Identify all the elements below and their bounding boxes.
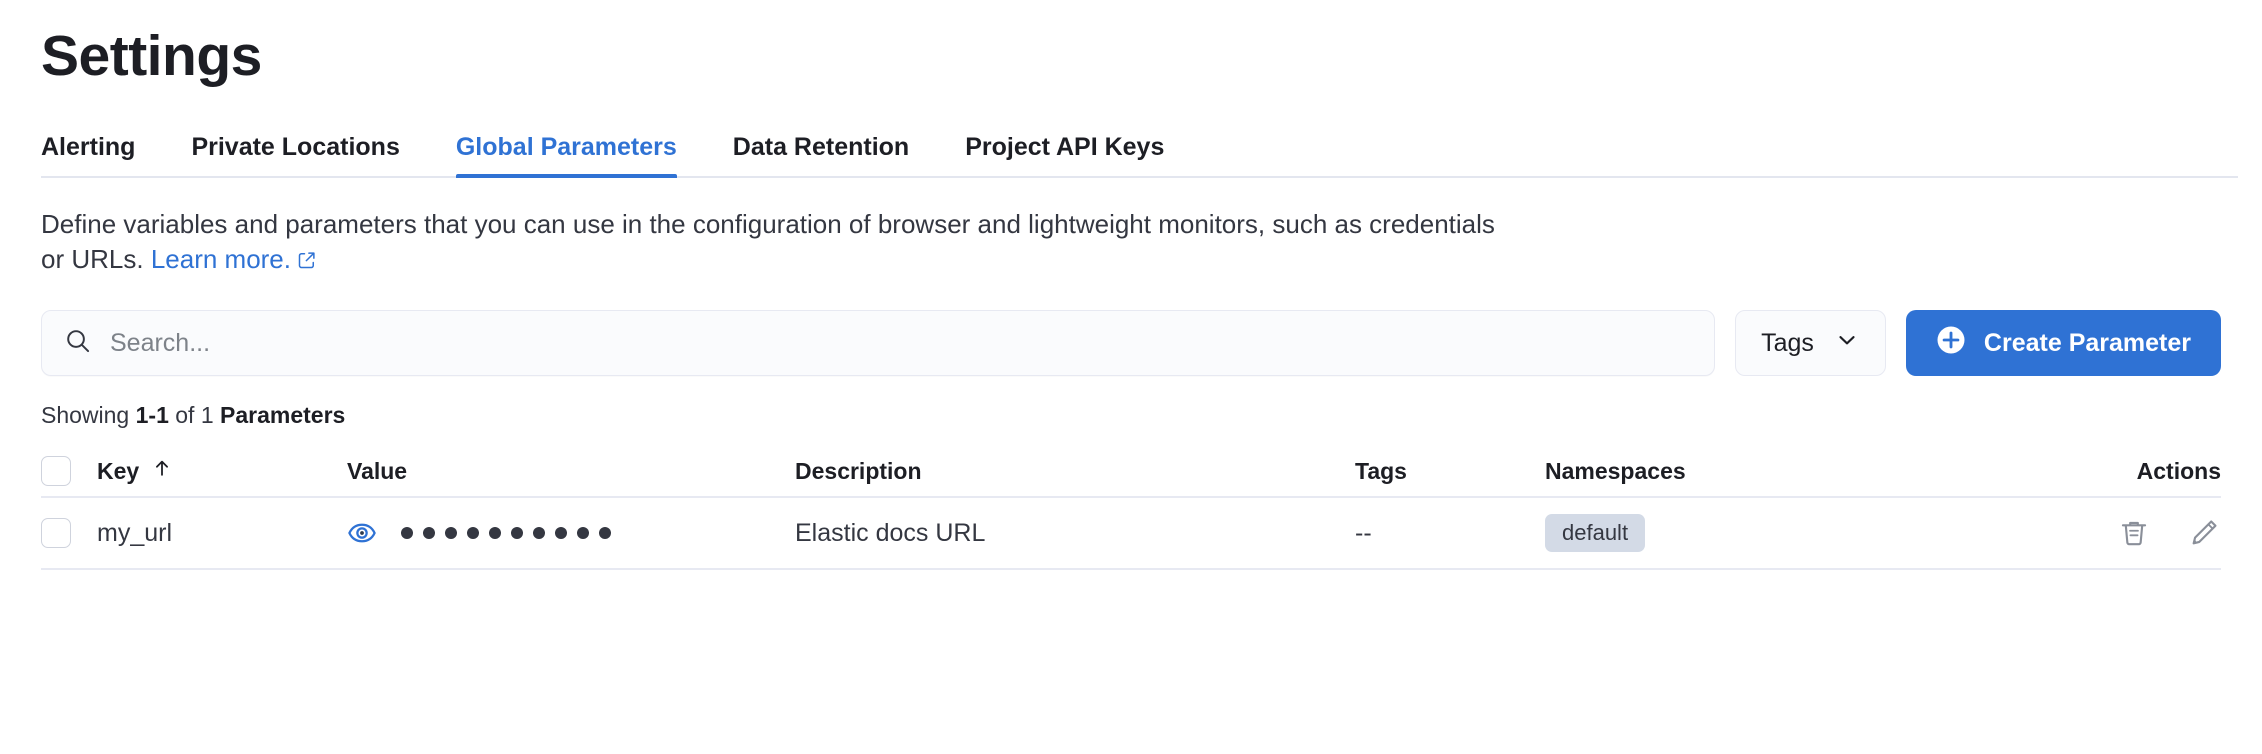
- masked-dot: [599, 527, 611, 540]
- tab-project-api-keys[interactable]: Project API Keys: [965, 133, 1165, 161]
- page-title: Settings: [41, 24, 262, 88]
- results-middle: of 1: [168, 402, 221, 429]
- masked-dot: [489, 527, 501, 540]
- column-header-value-label: Value: [347, 457, 408, 484]
- results-prefix: Showing: [41, 402, 136, 429]
- select-all-checkbox[interactable]: [41, 456, 71, 487]
- toolbar: Tags Create Parameter: [24, 310, 2238, 377]
- masked-value: [401, 527, 611, 540]
- tags-filter-button[interactable]: Tags: [1735, 310, 1886, 377]
- cell-value: [347, 518, 795, 548]
- row-select-checkbox[interactable]: [41, 518, 71, 549]
- column-header-namespaces-label: Namespaces: [1545, 457, 1686, 484]
- learn-more-label: Learn more.: [150, 243, 291, 274]
- external-link-icon: [297, 244, 317, 279]
- column-header-description-label: Description: [795, 457, 922, 484]
- search-input[interactable]: [110, 328, 1693, 358]
- cell-namespaces: default: [1545, 514, 2041, 553]
- select-all-cell: [41, 456, 97, 487]
- parameters-table: Key Value Description Tags Namespaces: [24, 446, 2238, 571]
- column-header-value: Value: [347, 458, 795, 485]
- cell-tags: --: [1355, 518, 1372, 547]
- description-text: Define variables and parameters that you…: [41, 209, 1495, 274]
- tabs-container: Alerting Private Locations Global Paramete…: [24, 122, 2238, 178]
- column-header-namespaces: Namespaces: [1545, 458, 2041, 485]
- eye-icon[interactable]: [347, 518, 377, 548]
- tab-private-locations[interactable]: Private Locations: [191, 133, 400, 161]
- cell-description: Elastic docs URL: [795, 518, 986, 547]
- masked-dot: [533, 527, 545, 540]
- column-header-actions-label: Actions: [2136, 457, 2221, 484]
- search-icon: [64, 327, 92, 360]
- page-description: Define variables and parameters that you…: [24, 207, 2238, 278]
- masked-dot: [401, 527, 413, 540]
- masked-dot: [445, 527, 457, 540]
- results-count: Showing 1-1 of 1 Parameters: [24, 402, 2238, 429]
- cell-actions: [2041, 516, 2221, 550]
- tab-alerting[interactable]: Alerting: [41, 133, 136, 161]
- table-row: my_url Elastic docs URL -- default: [41, 498, 2221, 571]
- masked-dot: [423, 527, 435, 540]
- column-header-actions: Actions: [2041, 458, 2221, 485]
- column-header-key-label: Key: [97, 457, 140, 484]
- learn-more-link[interactable]: Learn more.: [151, 244, 317, 274]
- tab-data-retention[interactable]: Data Retention: [732, 133, 910, 161]
- results-noun: Parameters: [220, 402, 346, 429]
- tab-global-parameters[interactable]: Global Parameters: [455, 135, 677, 178]
- masked-dot: [467, 527, 479, 540]
- cell-key: my_url: [97, 518, 173, 547]
- column-header-description: Description: [795, 458, 1355, 485]
- masked-dot: [511, 527, 523, 540]
- masked-dot: [577, 527, 589, 540]
- table-header-row: Key Value Description Tags Namespaces: [41, 446, 2221, 499]
- masked-dot: [555, 527, 567, 540]
- search-field[interactable]: [41, 310, 1716, 377]
- results-range: 1-1: [135, 402, 169, 429]
- create-parameter-label: Create Parameter: [1983, 328, 2191, 357]
- column-header-tags: Tags: [1355, 458, 1545, 485]
- pencil-icon[interactable]: [2187, 516, 2221, 550]
- namespace-badge: default: [1545, 514, 1646, 553]
- column-header-tags-label: Tags: [1355, 457, 1407, 484]
- tags-filter-label: Tags: [1761, 328, 1814, 357]
- chevron-down-icon: [1834, 327, 1860, 360]
- plus-circle-icon: [1936, 325, 1966, 362]
- column-header-key[interactable]: Key: [97, 457, 347, 485]
- arrow-up-icon: [151, 457, 173, 485]
- trash-icon[interactable]: [2117, 516, 2151, 550]
- tab-list: Alerting Private Locations Global Paramete…: [41, 122, 2238, 178]
- row-select-cell: [41, 518, 97, 549]
- create-parameter-button[interactable]: Create Parameter: [1905, 310, 2221, 377]
